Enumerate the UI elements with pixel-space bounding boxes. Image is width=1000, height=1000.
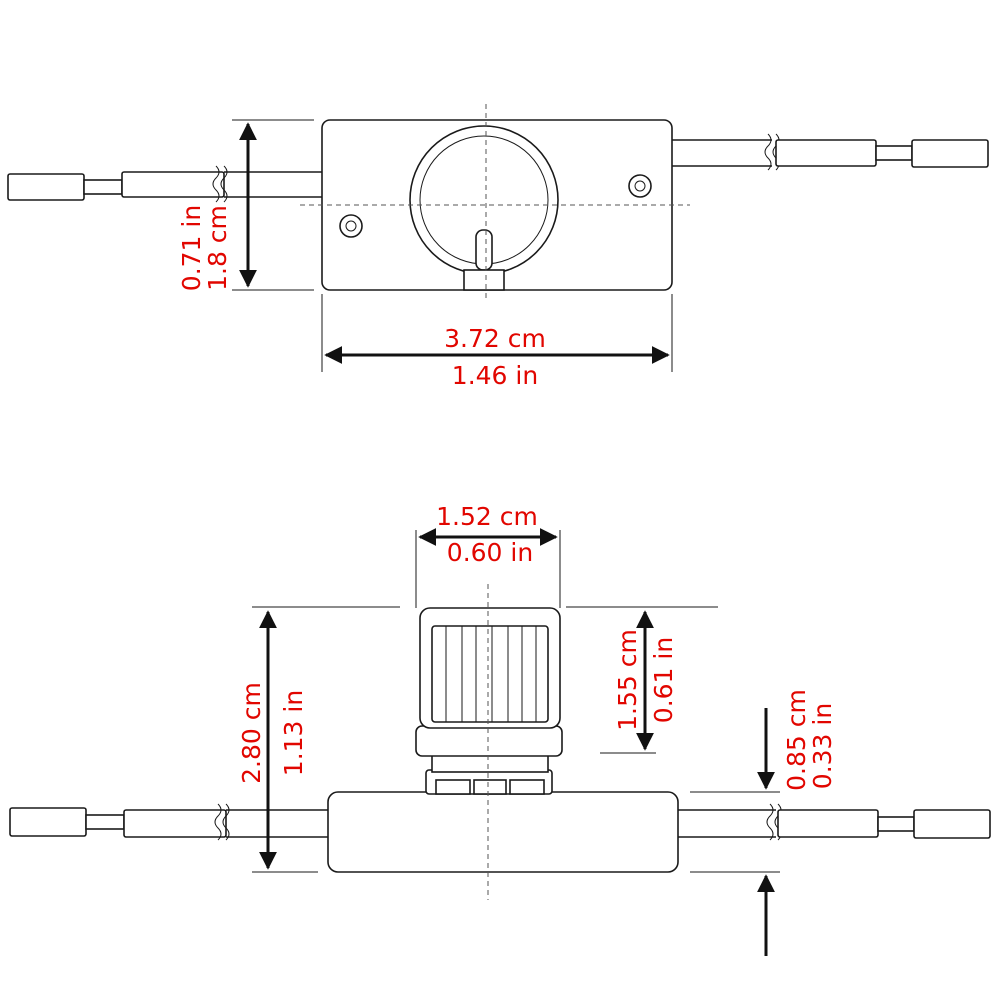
top-height-in-label: 0.71 in xyxy=(177,205,206,291)
screw-right-icon xyxy=(628,174,652,198)
top-view: 0.71 in 1.8 cm 3.72 cm 1.46 in xyxy=(7,104,989,390)
body-height-in-label: 0.33 in xyxy=(808,703,837,789)
top-right-cable xyxy=(668,133,989,171)
knob-width-cm-label: 1.52 cm xyxy=(436,502,538,531)
screw-left-icon xyxy=(339,214,363,238)
knob-width-in-label: 0.60 in xyxy=(447,538,533,567)
body-height-cm-label: 0.85 cm xyxy=(782,689,811,791)
top-width-in-label: 1.46 in xyxy=(452,361,538,390)
total-height-in-label: 1.13 in xyxy=(279,690,308,776)
side-left-cable xyxy=(9,803,328,841)
knob-height-cm-label: 1.55 cm xyxy=(613,629,642,731)
knob-height-in-label: 0.61 in xyxy=(649,637,678,723)
side-right-cable xyxy=(678,803,991,841)
knob-icon xyxy=(419,607,561,729)
top-height-cm-label: 1.8 cm xyxy=(203,205,232,291)
total-height-cm-label: 2.80 cm xyxy=(237,682,266,784)
side-view: 1.52 cm 0.60 in 2.80 cm 1.13 in 1.55 cm … xyxy=(9,502,991,956)
top-width-cm-label: 3.72 cm xyxy=(444,324,546,353)
top-left-cable xyxy=(7,165,322,203)
side-view-body xyxy=(327,791,679,873)
